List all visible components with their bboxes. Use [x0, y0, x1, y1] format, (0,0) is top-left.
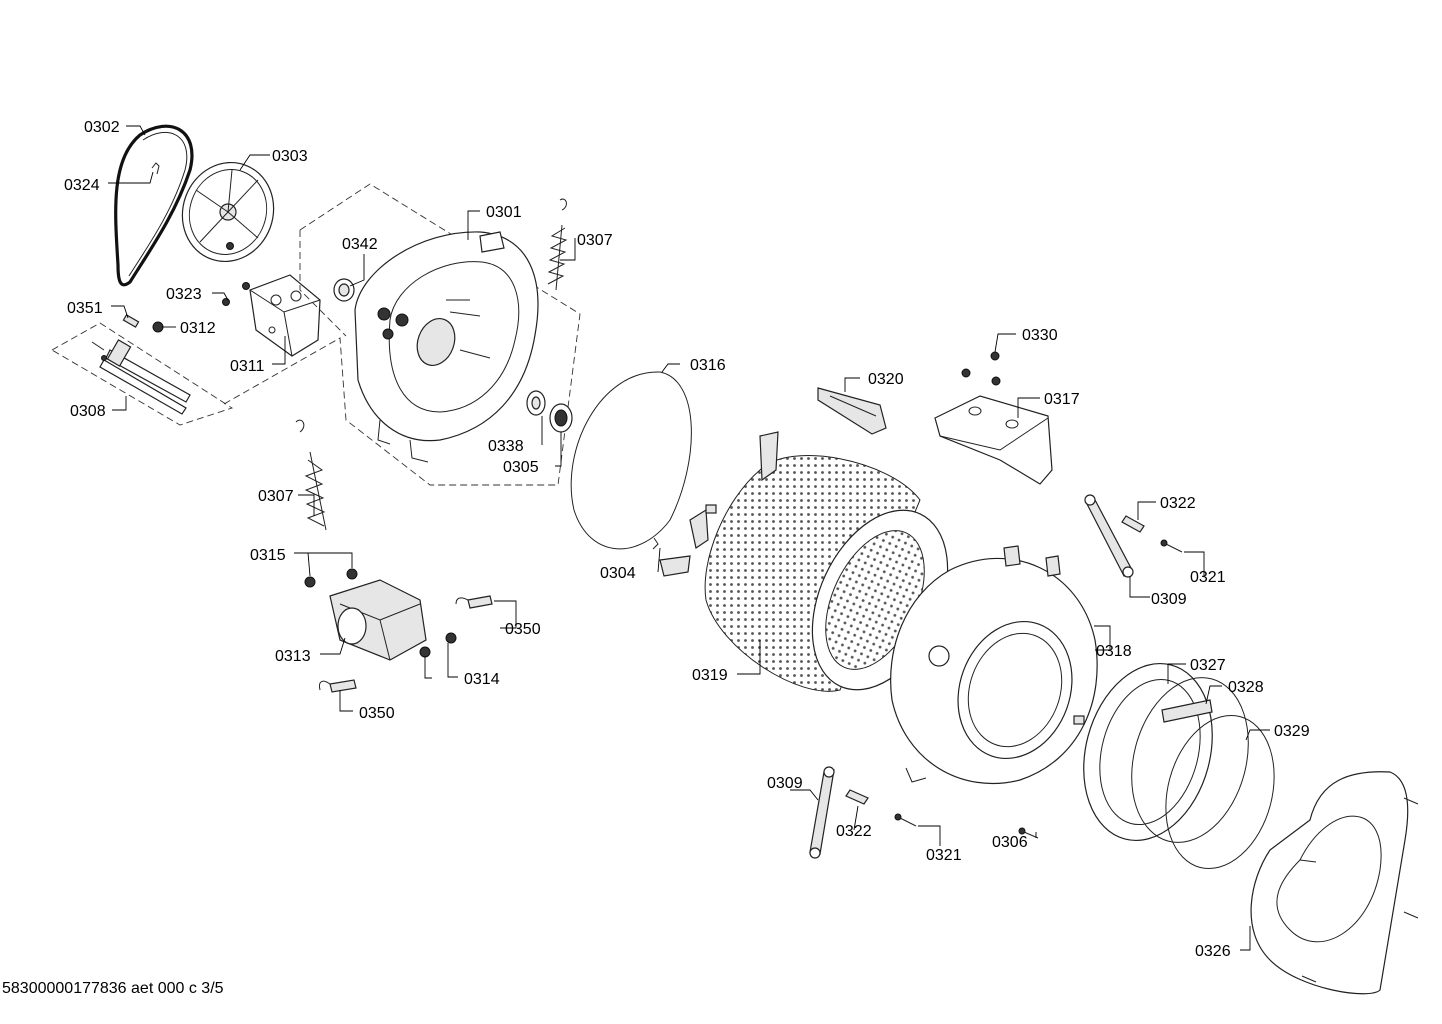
belt-clip: [151, 162, 160, 175]
shock-absorber-left: [809, 766, 835, 859]
cable-tie-0350-lower: [319, 679, 357, 693]
door-seal-clamp: [1131, 677, 1249, 843]
label-0350-lower: 0350: [359, 705, 395, 722]
label-0303: 0303: [272, 148, 308, 165]
label-0322-right: 0322: [1160, 495, 1196, 512]
shock-bolt-right: [1160, 539, 1183, 553]
pulley-wheel: [181, 161, 275, 263]
shock-absorber-right: [1084, 494, 1134, 578]
shock-pin-left: [845, 789, 869, 805]
rear-tub-half: [354, 231, 539, 463]
label-0323: 0323: [166, 286, 202, 303]
label-0317: 0317: [1044, 391, 1080, 408]
label-0338: 0338: [488, 438, 524, 455]
shock-pin-right: [1121, 515, 1145, 533]
front-counterweight: [934, 395, 1053, 485]
tension-spring-upper: [547, 198, 568, 291]
cable-tie-0350-upper: [455, 595, 493, 609]
bearing-0305: [549, 403, 573, 433]
label-0324: 0324: [64, 177, 100, 194]
label-0350-upper: 0350: [505, 621, 541, 638]
front-tub-half: [890, 545, 1098, 785]
heater-screw-0351: [122, 314, 140, 328]
front-panel-frame: [1250, 771, 1419, 995]
label-0342: 0342: [342, 236, 378, 253]
drive-belt: [114, 124, 194, 287]
ntc-sensor-0312: [152, 321, 164, 333]
label-0313: 0313: [275, 648, 311, 665]
label-0305: 0305: [503, 459, 539, 476]
label-0327: 0327: [1190, 657, 1226, 674]
shaft-seal-0342: [333, 278, 355, 302]
heater-assembly: [51, 322, 234, 426]
tub-seal-ring: [570, 371, 692, 550]
leader-lines: [108, 125, 1270, 951]
label-0307-lower: 0307: [258, 488, 294, 505]
label-0304: 0304: [600, 565, 636, 582]
label-0311: 0311: [230, 358, 265, 375]
label-0321-right: 0321: [1190, 569, 1226, 586]
label-0321-left: 0321: [926, 847, 962, 864]
label-0306: 0306: [992, 834, 1028, 851]
label-0312: 0312: [180, 320, 216, 337]
counterweight-block: [249, 274, 321, 357]
tension-spring-lower: [295, 419, 327, 531]
drum-lifter-paddle: [817, 387, 887, 435]
label-0314: 0314: [464, 671, 500, 688]
label-0319: 0319: [692, 667, 728, 684]
label-0309-left: 0309: [767, 775, 803, 792]
shock-bolt-left: [894, 813, 917, 827]
label-0307-upper: 0307: [577, 232, 613, 249]
label-0326: 0326: [1195, 943, 1231, 960]
screw-set-0323: [222, 242, 250, 306]
label-0351: 0351: [67, 300, 103, 317]
label-0308: 0308: [70, 403, 106, 420]
label-0309-right: 0309: [1151, 591, 1187, 608]
bearing-0338: [526, 390, 546, 416]
label-0328: 0328: [1228, 679, 1264, 696]
document-code: 58300000177836 aet 000 c 3/5: [2, 980, 224, 997]
label-0320: 0320: [868, 371, 904, 388]
label-0329: 0329: [1274, 723, 1310, 740]
label-0316: 0316: [690, 357, 726, 374]
label-0330: 0330: [1022, 327, 1058, 344]
part-labels: 0302 0324 0303 0301 0307 0342 0323 0351 …: [64, 119, 1310, 960]
label-0318: 0318: [1096, 643, 1132, 660]
washing-drum: [659, 431, 949, 692]
label-0322-left: 0322: [836, 823, 872, 840]
label-0301: 0301: [486, 204, 522, 221]
counterweight-screws: [961, 351, 1001, 386]
drive-motor: [304, 568, 457, 661]
label-0315: 0315: [250, 547, 286, 564]
clamp-ring: [1165, 714, 1275, 870]
label-0302: 0302: [84, 119, 120, 136]
